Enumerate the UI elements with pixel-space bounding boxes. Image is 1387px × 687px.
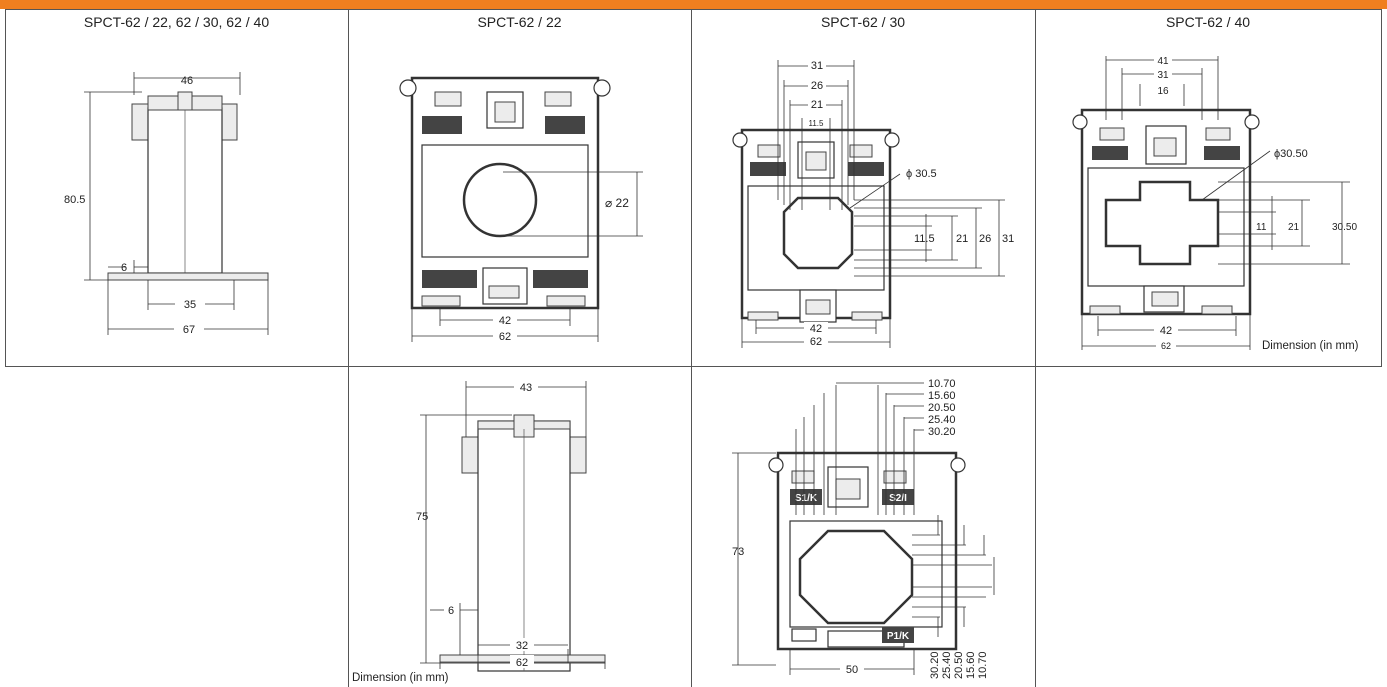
dim-label-b4: 15.60 — [965, 651, 977, 679]
dim-label-h41: 41 — [1157, 56, 1169, 67]
dim-label-h31: 31 — [1157, 70, 1169, 81]
dim-hole-22 — [503, 171, 643, 237]
front-view-terminal: S1/K S2/I P1/K 10.70 15.60 20.50 25.40 3… — [732, 378, 995, 679]
dim-label-t2: 15.60 — [928, 390, 956, 402]
dim-label-hole: ϕ30.50 — [1274, 148, 1308, 160]
grid-divider-2 — [691, 9, 692, 687]
dim-label-h16: 16 — [1157, 86, 1169, 97]
dim-label-width: 62 — [810, 336, 822, 348]
dim-label-foot: 6 — [448, 605, 454, 617]
front-view-62-40: 41 31 16 ϕ30.50 11 21 30.50 42 62 — [1072, 54, 1357, 351]
side-view-drawing: 46 80.5 6 35 67 — [64, 72, 269, 336]
dim-vertical-set — [1218, 181, 1350, 265]
dim-label-bottom: 62 — [516, 657, 528, 669]
dim-height-75 — [420, 414, 512, 664]
dim-label-v11: 11 — [1256, 222, 1267, 233]
side-view-alt-drawing: 43 75 6 32 62 — [416, 380, 606, 672]
dim-label-v31: 31 — [1002, 233, 1014, 245]
dim-label-h31: 31 — [811, 60, 823, 72]
side-view-clip — [177, 91, 193, 111]
dim-label-v26: 26 — [979, 233, 991, 245]
dim-label-h21: 21 — [811, 99, 823, 111]
dim-horizontal-set — [777, 60, 855, 210]
dim-label-bottom: 67 — [183, 324, 195, 336]
dim-label-height: 75 — [416, 511, 428, 523]
dim-label-inner: 42 — [810, 323, 822, 335]
dim-top-set — [795, 382, 924, 515]
cell-title-62-40: SPCT-62 / 40 — [1165, 14, 1251, 30]
primary-hole — [798, 529, 914, 625]
front-view-62-30: 31 26 21 11.5 ϕ 30.5 11.5 21 26 31 42 62 — [732, 59, 1014, 348]
primary-hole — [1104, 180, 1220, 266]
drawing-grid — [0, 9, 1387, 687]
dim-label-foot: 6 — [121, 262, 127, 274]
dim-label-width: 62 — [499, 331, 511, 343]
dim-label-inner: 32 — [516, 640, 528, 652]
dim-label-hole: ϕ 30.5 — [906, 168, 937, 180]
dim-foot-6 — [430, 603, 478, 655]
grid-row-divider — [5, 366, 1382, 367]
cell-title-62-22: SPCT-62 / 22 — [477, 14, 562, 30]
dim-label-h26: 26 — [811, 80, 823, 92]
grid-divider-1 — [348, 9, 349, 687]
dim-label-inner: 35 — [184, 299, 196, 311]
primary-hole — [462, 162, 538, 238]
dim-label-b3: 20.50 — [953, 651, 965, 679]
dim-label-t4: 25.40 — [928, 414, 956, 426]
terminal-p1 — [882, 627, 914, 643]
dim-label-v21: 21 — [1288, 222, 1300, 233]
dim-label-v115: 11.5 — [914, 233, 935, 245]
dim-label-inner: 42 — [499, 315, 511, 327]
dim-label-width: 50 — [846, 664, 858, 676]
grid-left-border — [5, 9, 6, 367]
dim-label-v3050: 30.50 — [1332, 222, 1357, 233]
dim-label-hole: ⌀ 22 — [605, 196, 629, 210]
terminal-label-s2: S2/I — [889, 493, 907, 504]
dim-height-73 — [732, 452, 776, 666]
dimension-note-alt: Dimension (in mm) — [352, 672, 449, 684]
dim-label-b5: 10.70 — [977, 651, 989, 679]
dim-label-height: 73 — [732, 546, 744, 558]
terminal-label-s1: S1/K — [795, 493, 818, 504]
dim-top-46 — [133, 72, 241, 95]
dim-label-v21: 21 — [956, 233, 968, 245]
dimension-note: Dimension (in mm) — [1262, 340, 1359, 352]
grid-top-border — [5, 9, 1382, 10]
terminal-s2 — [882, 489, 914, 505]
dim-label-width: 62 — [1161, 341, 1171, 351]
dim-height-80-5 — [84, 91, 142, 281]
dim-label-b1: 30.20 — [929, 651, 941, 679]
cell-title-62-30: SPCT-62 / 30 — [820, 14, 906, 30]
grid-divider-3 — [1035, 9, 1036, 687]
dim-right-set — [912, 515, 995, 637]
dim-vertical-set — [854, 199, 1005, 277]
dim-label-inner: 42 — [1160, 325, 1172, 337]
side-view-base — [107, 272, 269, 281]
dim-label-top: 46 — [181, 75, 193, 87]
dim-foot-6 — [108, 260, 148, 273]
dim-label-b2: 25.40 — [941, 651, 953, 679]
dim-label-h115: 11.5 — [809, 119, 825, 128]
grid-right-border — [1381, 9, 1382, 367]
cell-title-all-models: SPCT-62 / 22, 62 / 30, 62 / 40 — [83, 14, 270, 30]
dim-label-t3: 20.50 — [928, 402, 956, 414]
dim-label-top: 43 — [520, 382, 532, 394]
dim-label-t5: 30.20 — [928, 426, 956, 438]
front-view-62-22: ⌀ 22 42 62 — [399, 76, 643, 343]
dim-label-height: 80.5 — [64, 194, 85, 206]
dim-label-t1: 10.70 — [928, 378, 956, 390]
primary-hole — [782, 196, 854, 270]
header-bar — [0, 0, 1387, 9]
terminal-label-p1: P1/K — [887, 631, 910, 642]
